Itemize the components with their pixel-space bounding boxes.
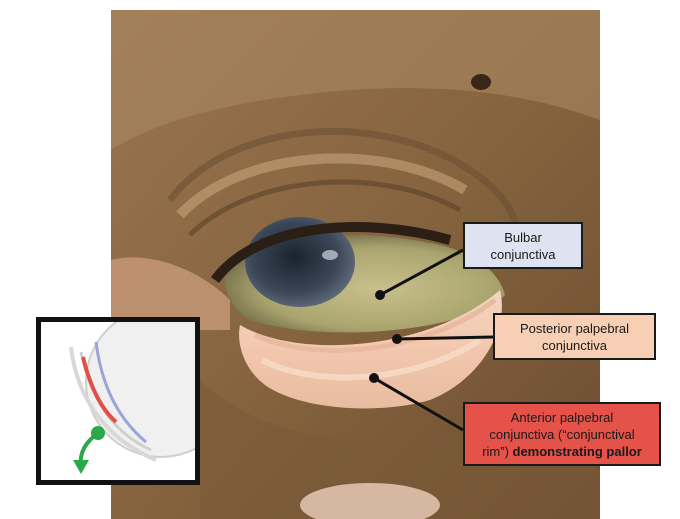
label-anterior-palpebral-conjunctiva: Anterior palpebral conjunctiva (“conjunc… [463, 402, 661, 466]
label-anterior-line2: conjunctiva (“conjunctival [489, 426, 635, 442]
label-bulbar-line1: Bulbar [504, 229, 542, 245]
label-bulbar-line2: conjunctiva [490, 246, 556, 262]
label-anterior-line1: Anterior palpebral [510, 409, 614, 425]
eyeball-diagram-icon [69, 322, 195, 462]
eyelid-pull-arrow-icon [73, 426, 105, 474]
label-anterior-line3: rim”) demonstrating pallor [465, 443, 659, 460]
label-bulbar-conjunctiva: Bulbar conjunctiva [463, 222, 583, 269]
inset-diagram [36, 317, 200, 485]
label-anterior-line3-prefix: rim”) [482, 443, 513, 459]
label-posterior-line1: Posterior palpebral [519, 320, 630, 336]
label-posterior-palpebral-conjunctiva: Posterior palpebral conjunctiva [493, 313, 656, 360]
label-anterior-line3-bold: demonstrating pallor [512, 443, 642, 459]
label-posterior-line2: conjunctiva [541, 337, 608, 353]
